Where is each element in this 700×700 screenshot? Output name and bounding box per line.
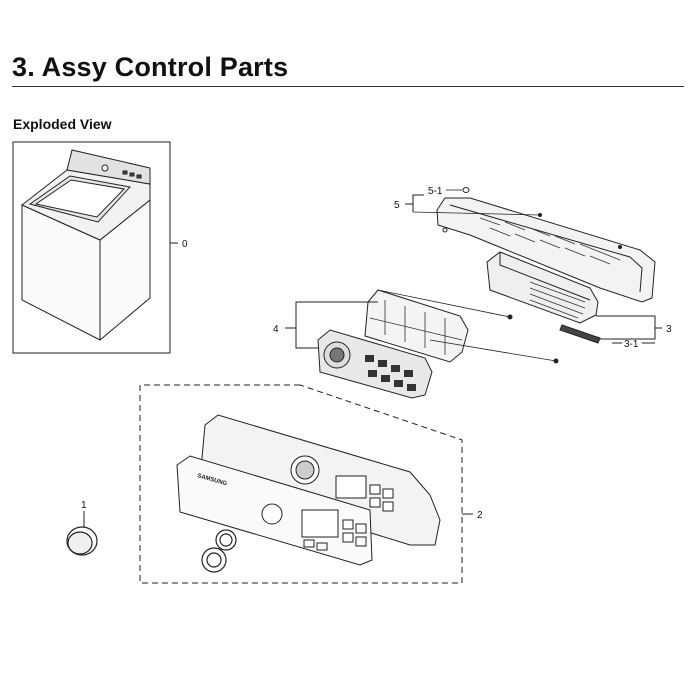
callout-3-1-label: 3-1 (624, 339, 639, 350)
callout-4-label: 4 (273, 324, 279, 335)
title-rule (12, 86, 684, 87)
rear-frame-part (436, 197, 656, 303)
callout-5-1-label: 5-1 (428, 186, 443, 197)
callout-5-label: 5 (394, 200, 400, 211)
callout-2: 2 (462, 510, 483, 521)
section-subtitle: Exploded View (13, 116, 112, 132)
control-panel-front: SAMSUNG (176, 455, 373, 566)
callout-1: 1 (81, 500, 87, 527)
small-screw-5-1 (462, 187, 622, 249)
callout-4: 4 (273, 289, 557, 362)
light-pipe-part-3-1 (559, 324, 601, 344)
callout-0: 0 (170, 239, 188, 250)
knob-ring-part (201, 529, 237, 573)
callout-1-label: 1 (81, 500, 87, 511)
panel-assembly-boundary (139, 384, 463, 584)
pcb-part (317, 329, 559, 399)
callout-0-label: 0 (182, 239, 188, 250)
callout-3: 3 3-1 (596, 315, 672, 350)
callout-2-label: 2 (477, 510, 483, 521)
washer-reference-box (12, 141, 171, 354)
washer-illustration (21, 149, 151, 341)
knob-part (66, 526, 98, 556)
vent-box-part (486, 251, 599, 324)
page-title: 3. Assy Control Parts (12, 52, 289, 82)
bracket-part (364, 289, 513, 363)
callout-3-label: 3 (666, 324, 672, 335)
callout-5: 5 5-1 (394, 186, 541, 216)
